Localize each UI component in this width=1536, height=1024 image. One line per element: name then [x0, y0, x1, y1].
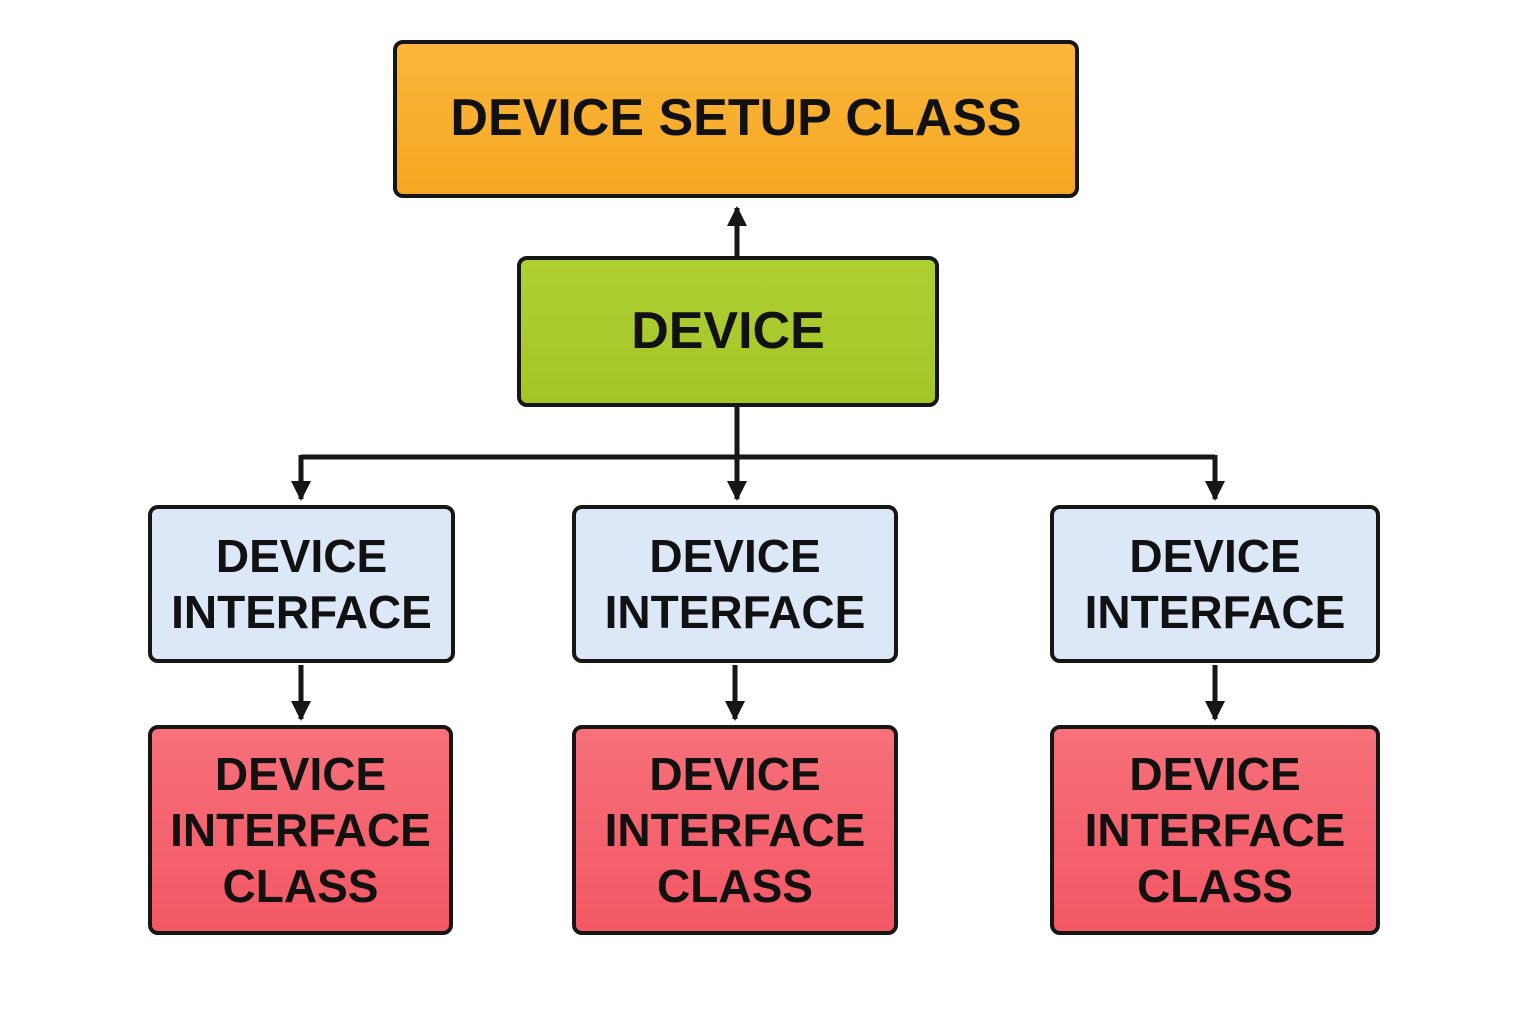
node-device-interface-1-label: DEVICE INTERFACE — [171, 529, 432, 638]
node-device-label: DEVICE — [631, 301, 825, 360]
node-device-interface-class-1: DEVICE INTERFACE CLASS — [148, 725, 453, 935]
node-device: DEVICE — [517, 256, 939, 407]
node-device-setup-class-label: DEVICE SETUP CLASS — [450, 89, 1022, 148]
node-device-interface-class-3-label: DEVICE INTERFACE CLASS — [1084, 747, 1346, 913]
node-device-interface-1: DEVICE INTERFACE — [148, 505, 455, 663]
node-device-interface-class-2: DEVICE INTERFACE CLASS — [572, 725, 898, 935]
node-device-interface-class-3: DEVICE INTERFACE CLASS — [1050, 725, 1380, 935]
node-device-interface-2: DEVICE INTERFACE — [572, 505, 898, 663]
node-device-interface-2-label: DEVICE INTERFACE — [604, 529, 866, 638]
node-device-interface-class-1-label: DEVICE INTERFACE CLASS — [170, 747, 431, 913]
node-device-interface-3: DEVICE INTERFACE — [1050, 505, 1380, 663]
node-device-interface-class-2-label: DEVICE INTERFACE CLASS — [604, 747, 866, 913]
node-device-setup-class: DEVICE SETUP CLASS — [393, 40, 1079, 198]
node-device-interface-3-label: DEVICE INTERFACE — [1084, 529, 1346, 638]
